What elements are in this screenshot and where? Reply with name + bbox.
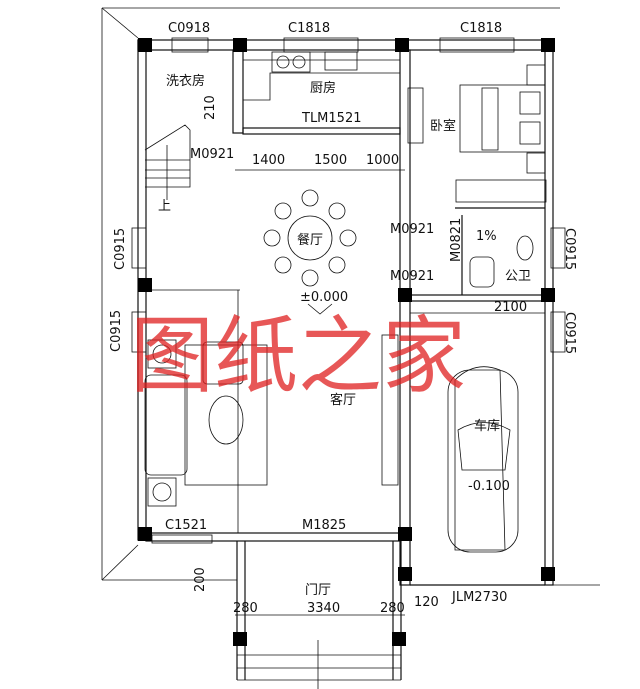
door-m0921-laundry: M0921	[190, 147, 234, 162]
door-m0821: M0821	[449, 218, 464, 262]
dimension-lines	[235, 169, 545, 616]
structural-columns	[138, 38, 555, 646]
entry-steps	[237, 640, 401, 689]
window-c0915-living: C0915	[109, 310, 124, 352]
room-laundry: 洗衣房	[166, 73, 205, 89]
stair	[144, 124, 191, 200]
dim-1400: 1400	[252, 153, 285, 168]
room-bath: 公卫	[505, 269, 531, 284]
room-bedroom: 卧室	[430, 118, 456, 134]
dim-280-right: 280	[380, 601, 405, 616]
window-c0915-dining: C0915	[113, 228, 128, 270]
window-c0915-bath: C0915	[562, 228, 577, 270]
door-m1825: M1825	[302, 518, 346, 533]
door-m0921-garage: M0921	[390, 269, 434, 284]
window-c0918: C0918	[168, 21, 210, 36]
watermark: 图纸之家	[130, 307, 466, 405]
room-living: 客厅	[330, 392, 356, 408]
bed	[407, 64, 547, 203]
dim-3340: 3340	[307, 601, 340, 616]
dining-table	[263, 189, 357, 287]
window-c0915-garage: C0915	[562, 312, 577, 354]
level-marker	[307, 303, 333, 315]
living-furniture	[144, 334, 399, 507]
labels: C0918 C1818 C1818 洗衣房 210 厨房 TLM1521 卧室 …	[109, 21, 577, 616]
bath-fixtures	[469, 235, 534, 288]
room-kitchen: 厨房	[310, 80, 336, 96]
room-garage: 车库	[474, 418, 500, 434]
window-c1818-bedroom: C1818	[460, 21, 502, 36]
windows	[131, 37, 566, 544]
site-outline	[101, 7, 600, 586]
dim-280-left: 280	[233, 601, 258, 616]
door-jlm2730: JLM2730	[451, 590, 507, 605]
dim-1000: 1000	[366, 153, 399, 168]
level-living: ±0.000	[300, 290, 348, 305]
slope-label: 1%	[476, 229, 497, 244]
dim-2100: 2100	[494, 300, 527, 315]
level-garage: -0.100	[468, 479, 510, 494]
stair-up-label: 上	[158, 199, 171, 214]
door-tlm1521: TLM1521	[301, 111, 361, 126]
dim-200: 200	[193, 567, 208, 592]
room-porch: 门厅	[305, 583, 331, 598]
dim-1500: 1500	[314, 153, 347, 168]
dim-120: 120	[414, 595, 439, 610]
window-c1818-kitchen: C1818	[288, 21, 330, 36]
dim-210: 210	[203, 95, 218, 120]
door-m0921-bedroom: M0921	[390, 222, 434, 237]
room-dining: 餐厅	[297, 232, 323, 248]
kitchen-counter	[243, 51, 401, 101]
window-c1521: C1521	[165, 518, 207, 533]
car	[447, 366, 519, 553]
